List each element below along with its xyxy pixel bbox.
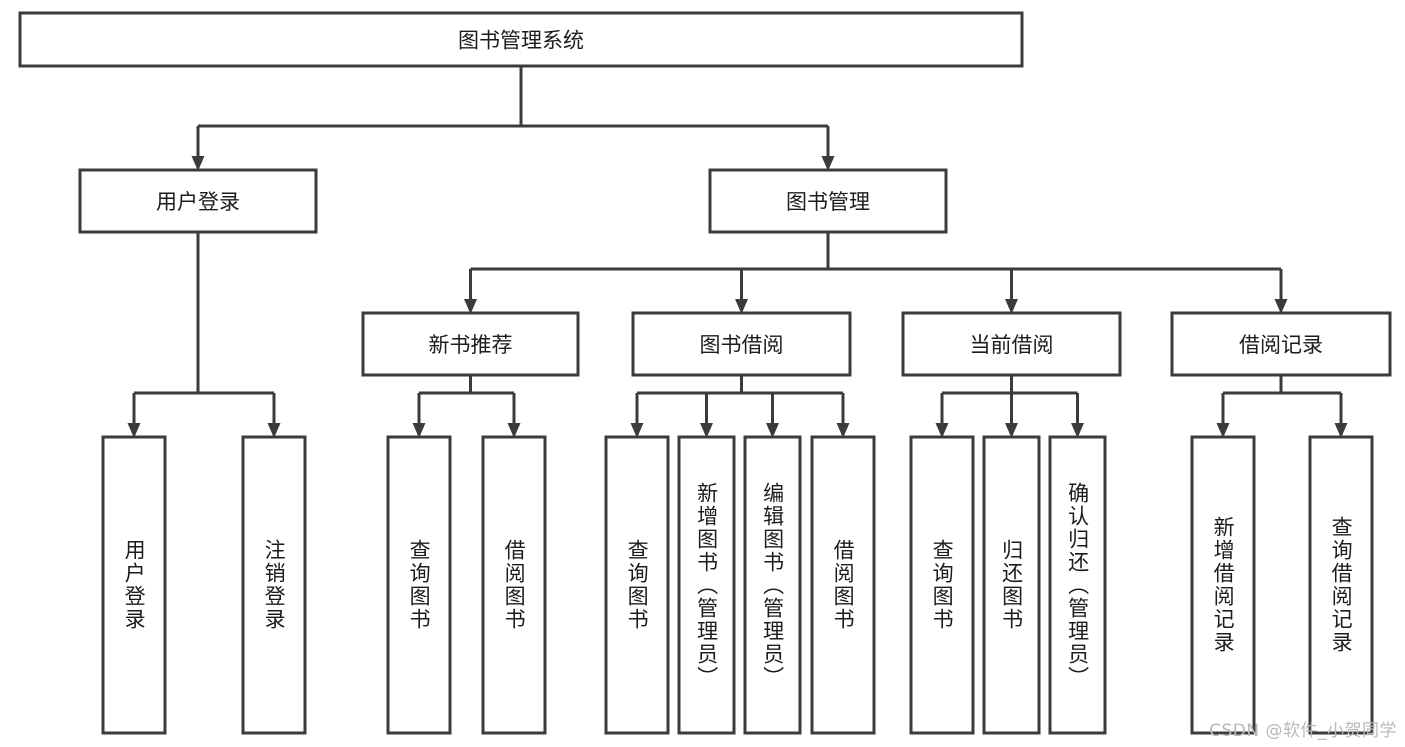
- node-rect-leaf-add-book: [677, 435, 736, 735]
- connector-group-book-manage: [464, 232, 1288, 314]
- node-box-current-borrow[interactable]: 当前借阅: [901, 311, 1122, 377]
- node-rect-current-borrow: [901, 311, 1122, 377]
- node-label-user-login: 用户登录: [156, 190, 240, 214]
- connector-group-borrow-record: [1216, 375, 1348, 438]
- arrow-head-icon: [766, 423, 779, 438]
- node-box-book-borrow[interactable]: 图书借阅: [631, 311, 852, 377]
- arrow-head-icon: [1334, 423, 1348, 438]
- node-rect-leaf-query-book-rec: [386, 435, 452, 735]
- arrow-head-icon: [267, 423, 281, 438]
- arrow-head-icon: [191, 156, 205, 171]
- node-label-book-borrow: 图书借阅: [700, 333, 784, 357]
- node-box-leaf-logout[interactable]: [241, 435, 307, 735]
- node-rect-root: [18, 11, 1024, 68]
- connector-group-new-book-rec: [412, 375, 521, 438]
- arrow-head-icon: [935, 423, 949, 438]
- node-rect-leaf-user-login: [101, 435, 167, 735]
- node-box-leaf-return-book[interactable]: [982, 435, 1041, 735]
- node-rect-leaf-edit-book: [743, 435, 802, 735]
- node-label-new-book-rec: 新书推荐: [429, 333, 513, 357]
- node-rect-leaf-add-record: [1190, 435, 1256, 735]
- connector-group-user-login: [127, 232, 281, 438]
- arrow-head-icon: [1005, 299, 1018, 314]
- node-rect-leaf-query-book-borrow: [604, 435, 670, 735]
- node-box-leaf-user-login[interactable]: [101, 435, 167, 735]
- arrow-head-icon: [1274, 299, 1288, 314]
- node-rect-leaf-borrow-book: [810, 435, 876, 735]
- node-box-leaf-borrow-book-rec[interactable]: [481, 435, 547, 735]
- node-box-leaf-query-book-cur[interactable]: [909, 435, 975, 735]
- node-label-current-borrow: 当前借阅: [970, 333, 1054, 357]
- arrow-head-icon: [700, 423, 713, 438]
- node-rect-leaf-confirm-return: [1048, 435, 1107, 735]
- arrow-head-icon: [735, 299, 748, 314]
- connector-layer: [127, 66, 1348, 438]
- node-rect-leaf-query-book-cur: [909, 435, 975, 735]
- node-box-leaf-confirm-return[interactable]: [1048, 435, 1107, 735]
- node-rect-book-borrow: [631, 311, 852, 377]
- connector-group-book-borrow: [630, 375, 850, 438]
- node-box-leaf-add-record[interactable]: [1190, 435, 1256, 735]
- node-rect-leaf-logout: [241, 435, 307, 735]
- node-label-book-manage: 图书管理: [786, 190, 870, 214]
- node-box-new-book-rec[interactable]: 新书推荐: [361, 311, 580, 377]
- node-rect-borrow-record: [1170, 311, 1392, 377]
- arrow-head-icon: [127, 423, 141, 438]
- node-box-leaf-edit-book[interactable]: [743, 435, 802, 735]
- node-box-leaf-query-book-borrow[interactable]: [604, 435, 670, 735]
- node-box-borrow-record[interactable]: 借阅记录: [1170, 311, 1392, 377]
- node-rect-leaf-query-record: [1308, 435, 1374, 735]
- arrow-head-icon: [821, 156, 835, 171]
- arrow-head-icon: [464, 299, 477, 314]
- arrow-head-icon: [836, 423, 850, 438]
- watermark-text: CSDN @软件_小贺同学: [1209, 721, 1397, 741]
- node-box-book-manage[interactable]: 图书管理: [708, 168, 948, 234]
- node-rect-leaf-borrow-book-rec: [481, 435, 547, 735]
- node-box-user-login[interactable]: 用户登录: [78, 168, 318, 234]
- arrow-head-icon: [1005, 423, 1018, 438]
- connector-group-current-borrow: [935, 375, 1084, 438]
- node-rect-leaf-return-book: [982, 435, 1041, 735]
- arrow-head-icon: [412, 423, 426, 438]
- node-box-leaf-borrow-book[interactable]: [810, 435, 876, 735]
- arrow-head-icon: [1071, 423, 1084, 438]
- node-label-borrow-record: 借阅记录: [1239, 333, 1323, 357]
- node-box-leaf-query-book-rec[interactable]: [386, 435, 452, 735]
- node-label-root: 图书管理系统: [458, 29, 584, 53]
- node-rect-user-login: [78, 168, 318, 234]
- node-rect-book-manage: [708, 168, 948, 234]
- node-box-leaf-add-book[interactable]: [677, 435, 736, 735]
- node-box-root[interactable]: 图书管理系统: [18, 11, 1024, 68]
- arrow-head-icon: [630, 423, 644, 438]
- node-rect-new-book-rec: [361, 311, 580, 377]
- connector-group-root: [191, 66, 835, 171]
- arrow-head-icon: [1216, 423, 1230, 438]
- node-box-leaf-query-record[interactable]: [1308, 435, 1374, 735]
- arrow-head-icon: [507, 423, 521, 438]
